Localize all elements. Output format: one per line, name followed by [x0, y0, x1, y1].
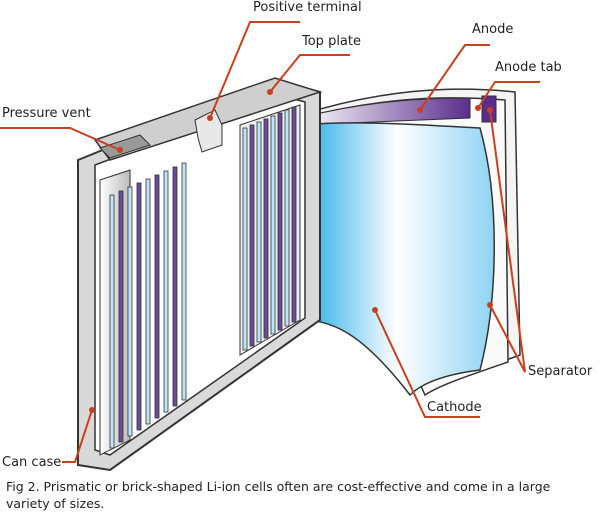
electrode-plate	[284, 109, 290, 327]
label-pressure-vent: Pressure vent	[2, 106, 91, 121]
label-cathode: Cathode	[427, 400, 482, 415]
label-can-case: Can case	[2, 455, 62, 470]
electrode-plate	[242, 127, 248, 351]
figure-caption: Fig 2. Prismatic or brick-shaped Li-ion …	[6, 479, 551, 511]
label-anode-tab: Anode tab	[495, 60, 562, 75]
electrode-plate	[109, 194, 115, 449]
electrode-plate	[277, 112, 283, 331]
electrode-plate	[154, 174, 160, 419]
electrode-plate	[181, 162, 187, 401]
electrode-plates	[109, 106, 297, 449]
electrode-plate	[172, 166, 178, 407]
electrode-plate	[145, 178, 151, 425]
electrode-plate	[291, 106, 297, 323]
label-anode: Anode	[472, 22, 514, 37]
cathode-sheet	[299, 122, 495, 397]
terminal-shape	[194, 109, 223, 153]
leader-lines	[0, 21, 540, 463]
electrode-plate	[256, 121, 262, 343]
electrode-plate	[163, 170, 169, 413]
leader-arrowheads	[89, 89, 493, 413]
electrode-plate	[118, 190, 124, 443]
electrode-plate	[127, 186, 133, 437]
electrode-plate	[136, 182, 142, 431]
electrode-plate	[263, 118, 269, 339]
label-top-plate: Top plate	[302, 34, 361, 49]
pressure-vent-shape	[99, 134, 151, 159]
electrode-plate	[270, 115, 276, 335]
label-separator: Separator	[528, 364, 593, 379]
label-positive-terminal: Positive terminal	[253, 0, 362, 15]
electrode-plate	[249, 124, 255, 347]
